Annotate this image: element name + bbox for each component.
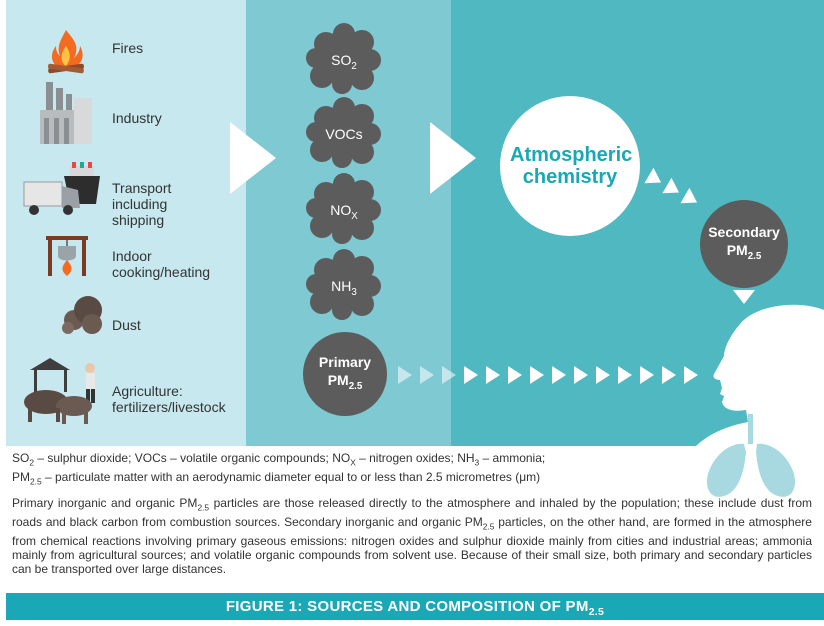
chevron-icon <box>508 366 522 384</box>
nox-label: NOX <box>330 202 358 222</box>
secondary-pm-circle: Secondary PM2.5 <box>700 200 788 288</box>
chevron-icon <box>596 366 610 384</box>
arrow-sources-to-emissions <box>230 122 276 194</box>
source-label-agriculture: Agriculture: fertilizers/livestock <box>112 383 226 415</box>
source-label-indoor-cooking: Indoor cooking/heating <box>112 248 210 280</box>
label-line: shipping <box>112 212 165 228</box>
so2-cloud-icon <box>306 23 381 94</box>
primary-pm-label: PM2.5 <box>327 371 363 392</box>
human-head-icon <box>672 304 824 514</box>
chevron-icon <box>442 366 456 384</box>
arrow-emissions-to-chemistry <box>430 122 476 194</box>
chevron-icon <box>486 366 500 384</box>
chevron-icon <box>618 366 632 384</box>
chevron-icon <box>420 366 434 384</box>
chevron-icon <box>684 366 698 384</box>
secondary-label: Secondary <box>708 223 780 240</box>
primary-pm-circle: Primary PM2.5 <box>303 332 387 416</box>
label-line: including <box>112 196 168 212</box>
truck-ship-icon <box>23 162 100 215</box>
label-line: chemistry <box>522 166 618 188</box>
farm-livestock-icon <box>24 358 95 424</box>
description-paragraph: Primary inorganic and organic PM2.5 part… <box>12 496 812 577</box>
label-line: Transport <box>112 180 172 196</box>
chevron-icon <box>552 366 566 384</box>
chevron-icon <box>574 366 588 384</box>
label-line: Agriculture: <box>112 383 183 399</box>
down-arrow-icon <box>733 290 755 304</box>
legend-line-pm: PM2.5 – particulate matter with an aerod… <box>12 470 541 487</box>
chevron-icon <box>464 366 478 384</box>
secondary-pm-label: PM2.5 <box>726 241 762 262</box>
fire-icon <box>48 30 84 74</box>
label-line: Indoor <box>112 248 152 264</box>
abbreviations-legend: SO2 – sulphur dioxide; VOCs – volatile o… <box>12 451 812 490</box>
so2-label: SO2 <box>331 52 357 72</box>
nox-cloud-icon <box>306 173 381 244</box>
source-label-industry: Industry <box>112 110 162 126</box>
source-label-dust: Dust <box>112 317 141 333</box>
primary-label: Primary <box>318 353 372 370</box>
sources-panel <box>6 0 246 446</box>
chevron-icon <box>640 366 654 384</box>
vocs-cloud-icon <box>306 97 381 168</box>
cooking-pot-icon <box>46 236 88 276</box>
lungs-icon <box>706 414 796 497</box>
label-line: fertilizers/livestock <box>112 399 226 415</box>
source-label-fires: Fires <box>112 40 144 56</box>
atmospheric-chemistry-circle: Atmospheric chemistry <box>500 96 640 236</box>
label-line: cooking/heating <box>112 264 211 280</box>
nh3-label: NH3 <box>331 278 357 298</box>
label-line: Atmospheric <box>510 144 633 166</box>
chevron-icon <box>662 366 676 384</box>
atmospheric-chemistry-label: Atmospheric chemistry <box>510 144 633 188</box>
figure-caption: FIGURE 1: SOURCES AND COMPOSITION OF PM2… <box>6 593 824 620</box>
dust-cloud-icon <box>62 296 102 334</box>
chevron-icon <box>398 366 412 384</box>
chevron-icon <box>530 366 544 384</box>
vocs-label: VOCs <box>325 126 363 142</box>
factory-icon <box>40 82 92 144</box>
legend-line-gases: SO2 – sulphur dioxide; VOCs – volatile o… <box>12 451 546 468</box>
nh3-cloud-icon <box>306 249 381 320</box>
source-label-transport: Transport including shipping <box>112 180 171 228</box>
